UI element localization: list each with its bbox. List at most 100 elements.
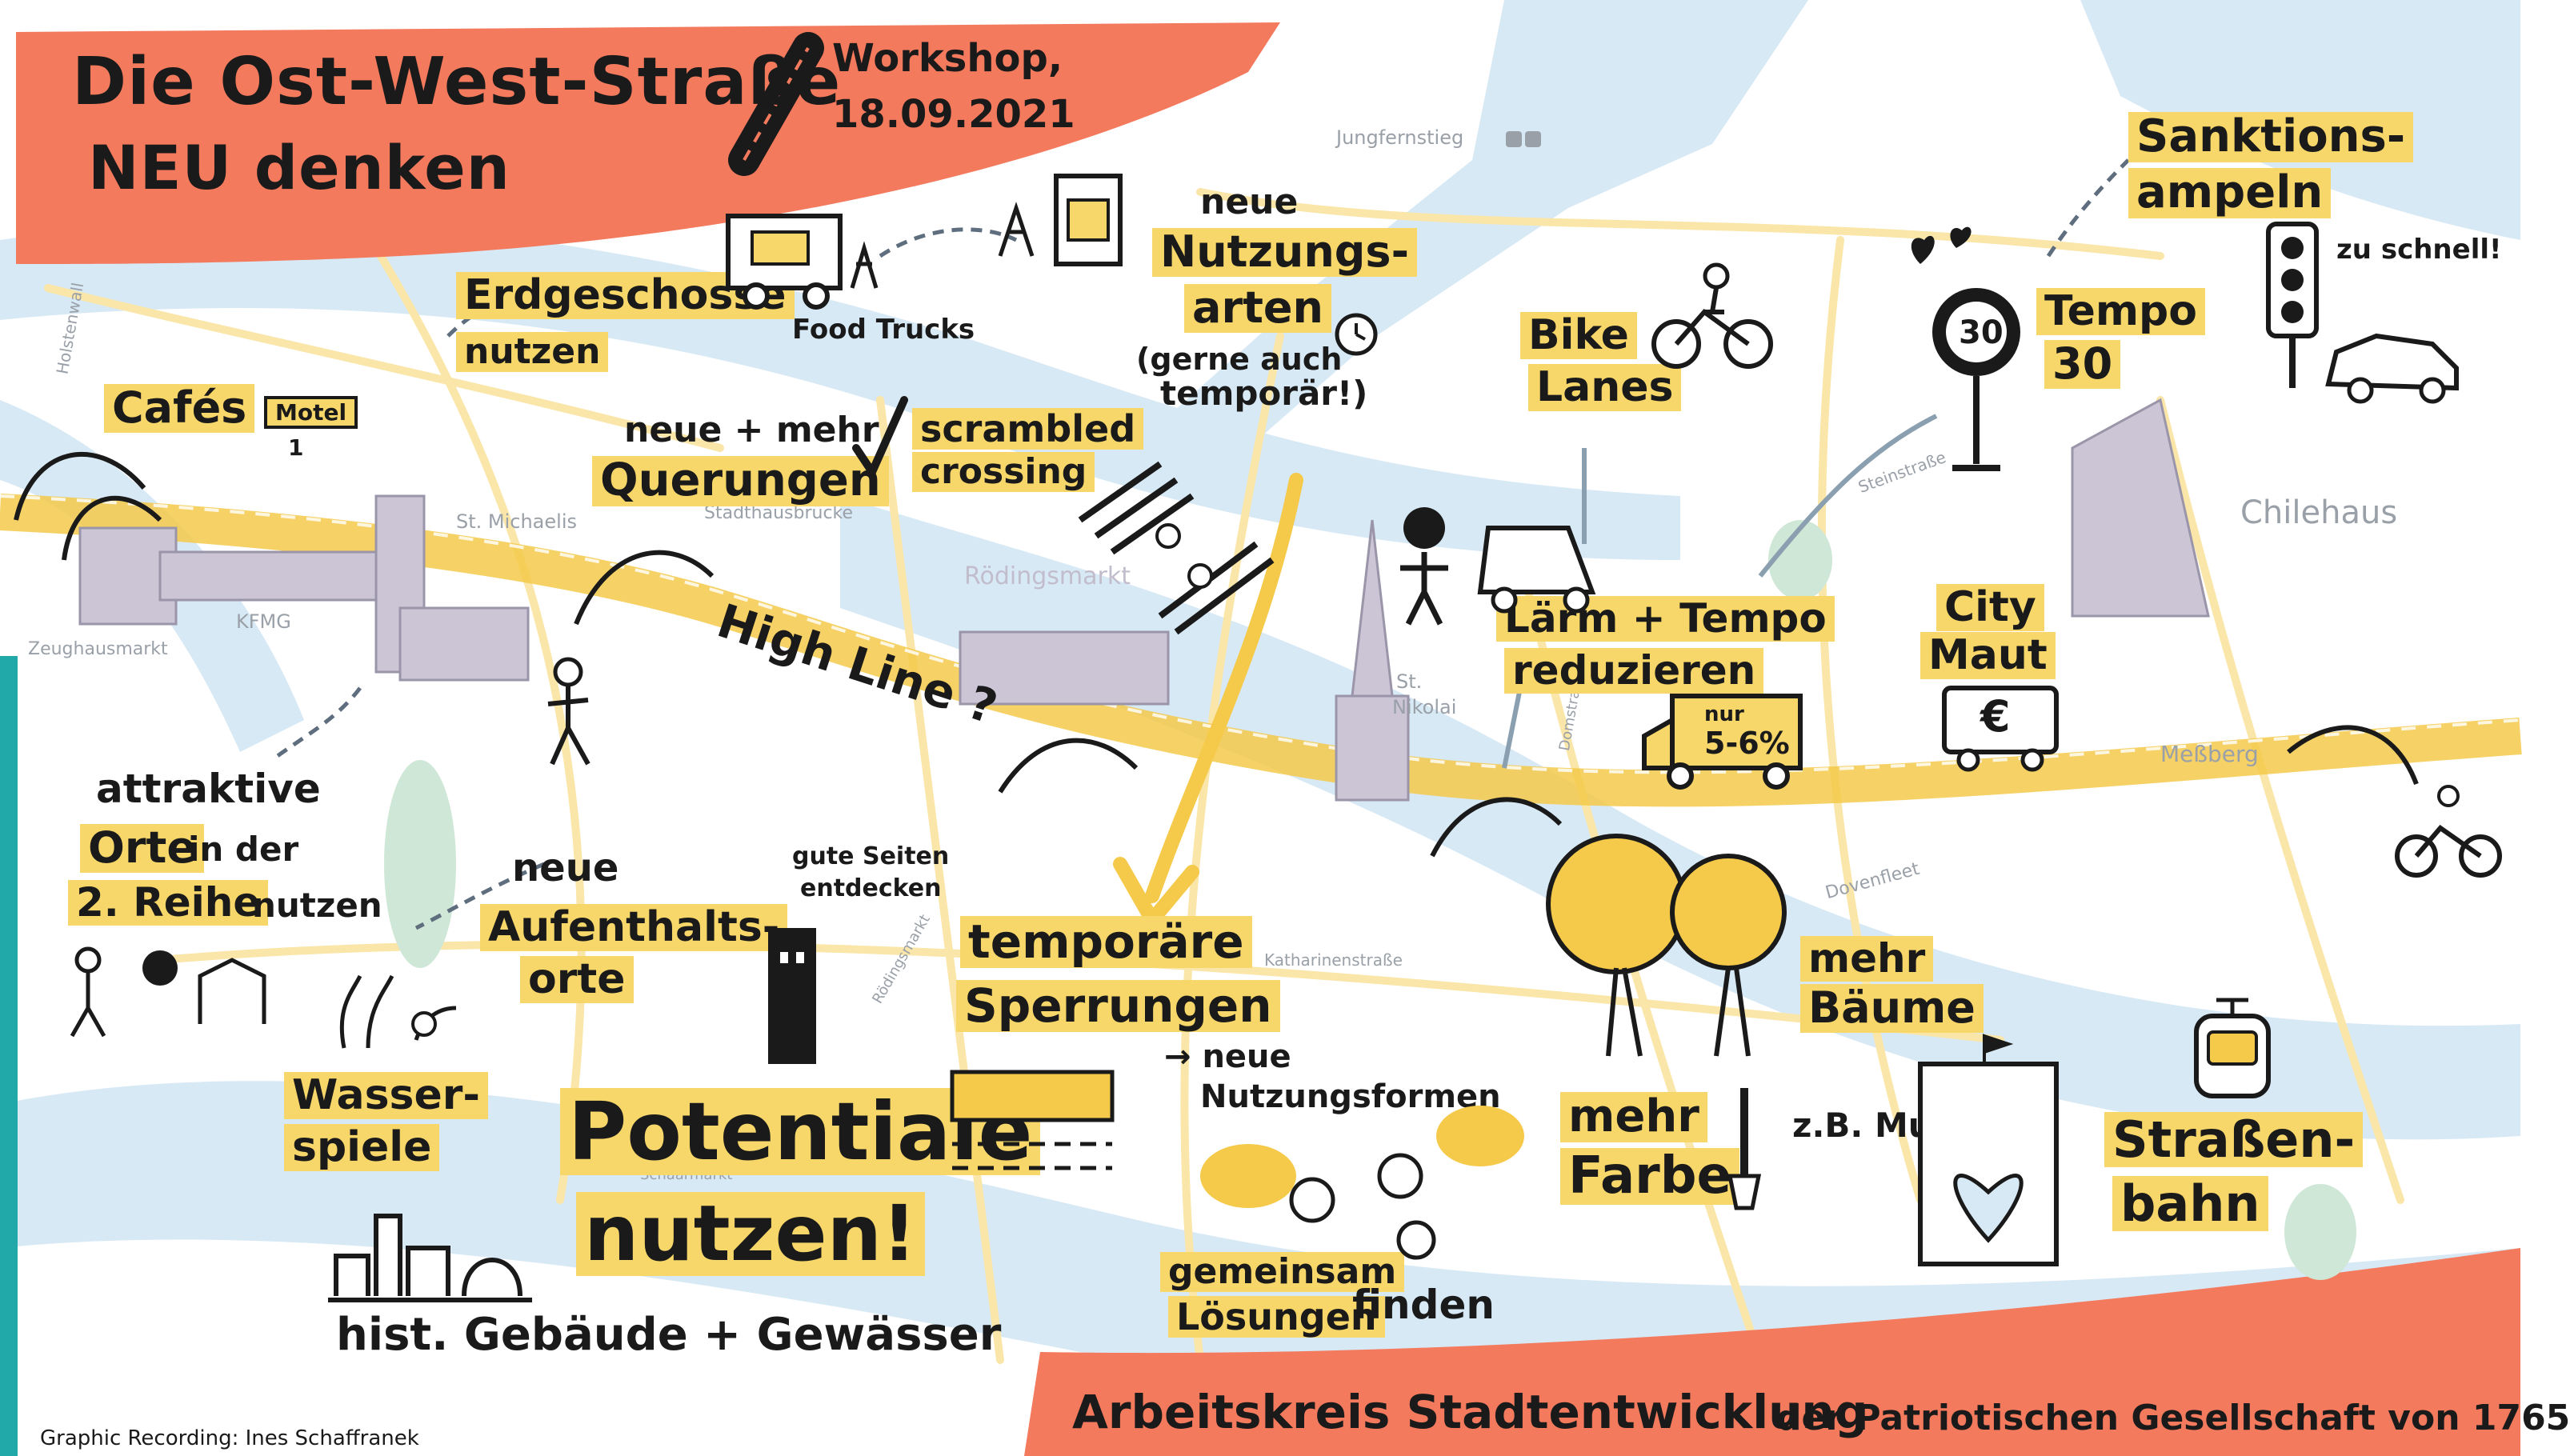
- water-fountain-icon: [339, 974, 457, 1049]
- note-potentiale-nutzen: nutzen!: [576, 1192, 925, 1276]
- note-aufenthalts: Aufenthalts-: [480, 904, 788, 951]
- truck-icon: [1642, 694, 1803, 790]
- mural-building-icon: [1918, 1034, 2059, 1266]
- tempo-30-sign-text: 30: [1959, 314, 2004, 351]
- place-zeughausmarkt: Zeughausmarkt: [28, 639, 168, 659]
- traffic-noise-icon: [1400, 507, 1596, 626]
- truck-nur: nur: [1704, 702, 1744, 726]
- cyclist-icon: [2395, 785, 2502, 878]
- note-hist: hist. Gebäude + Gewässer: [336, 1309, 1002, 1361]
- heart-icon: [1911, 226, 1972, 264]
- truck-percent: 5-6%: [1704, 726, 1790, 761]
- speech-bubbles-icon: [1200, 1106, 1524, 1260]
- clock-icon: [1335, 313, 1378, 356]
- place-st-nikolai-2: Nikolai: [1392, 696, 1457, 718]
- note-entdecken: entdecken: [800, 874, 942, 902]
- note-sanktions: Sanktions-: [2128, 112, 2414, 162]
- trees-icon: [1546, 834, 1787, 1057]
- note-reduzieren: reduzieren: [1504, 648, 1764, 694]
- place-roedingsmarkt: Rödingsmarkt: [964, 562, 1131, 590]
- water-alster: [1168, 0, 1808, 448]
- car-icon: [2325, 333, 2459, 404]
- note-laerm: Lärm + Tempo: [1496, 596, 1835, 642]
- tram-icon: [2194, 998, 2271, 1098]
- road-arches: [14, 451, 2419, 858]
- main-road: [0, 494, 2522, 807]
- note-nutzen: nutzen: [252, 886, 382, 925]
- note-temporaere: temporäre: [960, 916, 1252, 968]
- note-loesungen: Lösungen: [1168, 1296, 1385, 1338]
- footer-arbeitskreis: Arbeitskreis Stadtentwicklung: [1072, 1385, 1868, 1439]
- note-mehr-baeume: mehr: [1800, 936, 1934, 982]
- solid-arrows: [1502, 414, 1938, 769]
- note-bike: Bike: [1520, 312, 1637, 359]
- water-canal-top: [0, 221, 1680, 560]
- place-stadthausbruecke: Stadthausbrücke: [704, 503, 854, 523]
- header-banner: [16, 22, 1280, 264]
- note-neue-2: → neue: [1164, 1038, 1291, 1075]
- note-strassen: Straßen-: [2104, 1112, 2364, 1168]
- teal-edge: [0, 656, 18, 1456]
- note-zu-schnell: zu schnell!: [2336, 234, 2502, 266]
- note-gemeinsam: gemeinsam: [1160, 1252, 1405, 1293]
- note-neue: neue: [1200, 182, 1299, 222]
- place-st-nikolai-1: St.: [1396, 670, 1423, 693]
- note-lanes: Lanes: [1528, 364, 1682, 411]
- note-2-reihe: 2. Reihe: [68, 880, 269, 926]
- place-st-michaelis: St. Michaelis: [456, 510, 577, 533]
- note-temporaer: temporär!): [1160, 374, 1368, 413]
- note-food-trucks: Food Trucks: [792, 314, 975, 346]
- note-baeume: Bäume: [1800, 984, 1984, 1033]
- note-cafes: Cafés: [104, 384, 255, 433]
- workshop-label: Workshop,: [832, 36, 1063, 81]
- note-aufenthalt-orte: orte: [520, 956, 634, 1003]
- note-scrambled: scrambled: [912, 408, 1144, 450]
- note-nutzungsformen: Nutzungsformen: [1200, 1078, 1501, 1115]
- page-title-line1: Die Ost-West-Straße: [72, 44, 842, 120]
- note-tempo: Tempo: [2036, 288, 2205, 335]
- people-icon: [70, 946, 266, 1038]
- footer-credit: Graphic Recording: Ines Schaffranek: [40, 1426, 419, 1450]
- note-crossing: crossing: [912, 452, 1095, 493]
- place-chilehaus: Chilehaus: [2240, 494, 2398, 531]
- city-toll-icon: [1942, 686, 2059, 772]
- note-bahn: bahn: [2112, 1176, 2268, 1232]
- note-motel: Motel: [264, 396, 358, 430]
- scrambled-crossing-icon: [1078, 461, 1275, 635]
- street-closure-icon: [950, 1070, 1115, 1170]
- note-city: City: [1936, 584, 2044, 631]
- note-erdgeschosse-2: nutzen: [456, 332, 609, 373]
- note-gute-seiten: gute Seiten: [792, 842, 950, 870]
- note-querungen: Querungen: [592, 456, 889, 506]
- grey-buildings: [78, 398, 2210, 802]
- place-katharinenstrasse: Katharinenstraße: [1264, 950, 1403, 970]
- bicycle-icon: [1651, 262, 1773, 369]
- page-title-line2: NEU denken: [88, 132, 510, 203]
- arrow-to-sperrungen: [1145, 473, 1303, 903]
- note-wasser: Wasser-: [284, 1072, 488, 1119]
- place-jungfernstieg: Jungfernstieg: [1336, 126, 1464, 149]
- water-fleet: [840, 496, 2520, 1140]
- workshop-date: 18.09.2021: [832, 92, 1075, 137]
- paint-brush-icon: [1727, 1088, 1762, 1210]
- note-mehr-farbe: mehr: [1560, 1092, 1707, 1142]
- kiosk-icon: [998, 174, 1123, 266]
- historic-buildings-icon: [328, 1214, 532, 1302]
- note-neue-mehr: neue + mehr: [624, 410, 879, 450]
- traffic-light-icon: [2266, 222, 2319, 388]
- note-spiele: spiele: [284, 1124, 440, 1171]
- note-orte: Orte: [80, 824, 204, 873]
- note-gerne-auch: (gerne auch: [1136, 342, 1343, 377]
- note-ampeln: ampeln: [2128, 168, 2332, 218]
- place-messberg: Meßberg: [2160, 741, 2259, 767]
- pedestrian-icon: [547, 657, 590, 766]
- food-truck-icon: [726, 214, 879, 310]
- euro-symbol: €: [1980, 691, 2011, 742]
- note-tempo-30: 30: [2044, 340, 2121, 389]
- tempo-30-sign-icon: [1932, 288, 2020, 471]
- note-sperrungen: Sperrungen: [956, 980, 1280, 1032]
- note-maut: Maut: [1920, 632, 2056, 679]
- note-in-der: in der: [188, 830, 299, 869]
- note-arten: arten: [1184, 284, 1331, 333]
